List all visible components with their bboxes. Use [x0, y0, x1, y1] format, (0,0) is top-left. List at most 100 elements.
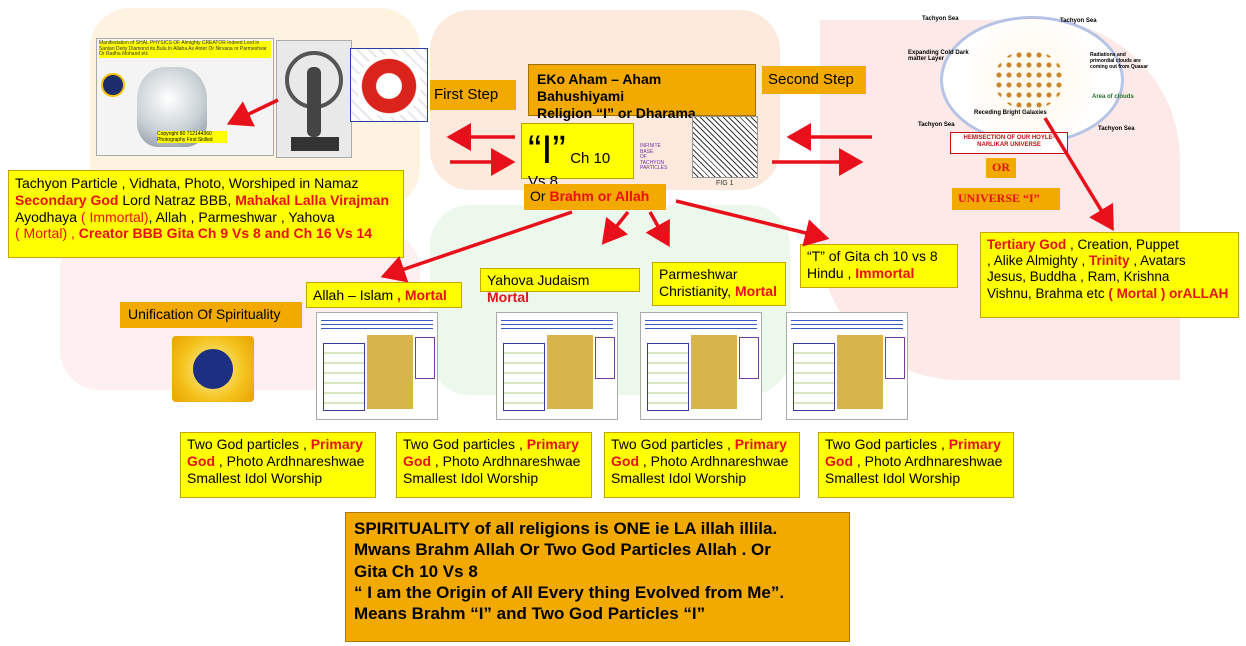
t-gita-line-1: “T” of Gita ch 10 vs 8: [807, 248, 938, 264]
immortal-text: ( Immortal): [80, 208, 149, 225]
gp2-text-a: Two God particles ,: [403, 436, 527, 452]
yahova-box: Yahova Judaism Mortal: [480, 268, 640, 305]
trinity-text: Trinity: [1089, 253, 1130, 269]
arrow-to-parmeshwar: [645, 211, 670, 248]
mahakal-text: Mahakal Lalla Virajman: [235, 191, 390, 208]
gp1-primary: Primary: [310, 436, 363, 452]
tachyon-sea-label-2: Tachyon Sea: [1060, 18, 1097, 24]
mortal-text: ( Mortal) ,: [15, 225, 75, 242]
doc2-right-list: [595, 337, 615, 379]
second-step-label: Second Step: [762, 66, 866, 94]
statue-base: [291, 137, 339, 151]
left-line-3: Ayodhaya ( Immortal), Allah , Parmeshwar…: [15, 209, 397, 226]
eko-aham-line-2: Religion “I” or Dharama: [537, 104, 696, 121]
t-gita-immortal: Immortal: [855, 264, 915, 281]
secondary-god-text: Secondary God: [15, 191, 119, 208]
hindu-text: Hindu ,: [807, 264, 856, 281]
quasar-label: Radiations and primordial clouds are com…: [1090, 52, 1149, 70]
emblem-circle: [190, 346, 236, 392]
gp2-line-3: Smallest Idol Worship: [403, 469, 539, 486]
fig1-hatch: [692, 116, 758, 178]
or-brahm-prefix: Or: [530, 188, 550, 204]
summary-line-1: SPIRITUALITY of all religions is ONE ie …: [354, 519, 778, 538]
unification-label: Unification Of Spirituality: [120, 302, 302, 328]
gp3-god: God: [611, 452, 639, 469]
statue-body: [307, 67, 321, 137]
tertiary-god-text: Tertiary God: [987, 237, 1067, 252]
god-particles-box-1: Two God particles , Primary God , Photo …: [180, 432, 376, 498]
fig1-diagram: INFINITE BASE OF TACHYON PARTICLES FIG 1: [640, 110, 760, 190]
allah-islam-mortal: , Mortal: [397, 287, 447, 303]
summary-line-4: “ I am the Origin of All Every thing Evo…: [354, 582, 785, 602]
photo-header-text: Manifestation of SHAL PHYSICS OF Almight…: [99, 40, 271, 58]
fig1-text-4: TACHYON: [640, 159, 665, 166]
avatars-text: , Avatars: [1129, 253, 1186, 269]
receding-galaxies-label: Receding Bright Galaxies: [974, 110, 1047, 116]
gp1-text-a: Two God particles ,: [187, 436, 311, 452]
gp4-text-b: , Photo Ardhnareshwae: [853, 452, 1003, 469]
doc2-left-panel: [503, 343, 545, 411]
gp3-text-a: Two God particles ,: [611, 436, 735, 452]
gp3-line-1: Two God particles , Primary: [611, 436, 793, 453]
spirituality-summary-box: SPIRITUALITY of all religions is ONE ie …: [345, 512, 850, 642]
photo-caption-line-1: Copyright 80 712144360: [157, 131, 212, 137]
gp4-primary: Primary: [948, 436, 1001, 452]
doc3-image: [691, 335, 737, 409]
universe-or-label: OR: [986, 158, 1016, 178]
fig1-text-5: PARTICLES: [640, 165, 668, 171]
vishnu-text: Vishnu, Brahma etc: [987, 285, 1109, 301]
eko-aham-line-1: EKo Aham – Aham Bahushiyami: [537, 71, 662, 104]
left-line-2: Secondary God Lord Natraz BBB, Mahakal L…: [15, 192, 397, 209]
natraz-text: Lord Natraz BBB,: [118, 191, 236, 208]
clouds-label: Area of clouds: [1092, 94, 1134, 100]
god-particles-box-3: Two God particles , Primary God , Photo …: [604, 432, 800, 498]
parmeshwar-box: Parmeshwar Christianity, Mortal: [652, 262, 786, 306]
gp1-god: God: [187, 452, 215, 469]
parmeshwar-mortal: Mortal: [734, 282, 777, 299]
tertiary-line-3: Jesus, Buddha , Ram, Krishna: [987, 269, 1170, 285]
yahova-mortal: Mortal: [487, 288, 529, 305]
secondary-god-box: Tachyon Particle , Vidhata, Photo, Worsh…: [8, 170, 404, 258]
natraj-statue-photo: [276, 40, 352, 158]
gp1-text-b: , Photo Ardhnareshwae: [215, 452, 365, 469]
gp2-line-2: God , Photo Ardhnareshwae: [403, 453, 585, 470]
tachyon-sea-label-3: Tachyon Sea: [918, 122, 955, 128]
summary-line-2: Mwans Brahm Allah Or Two God Particles A…: [354, 540, 771, 560]
yahova-text: Yahova Judaism: [487, 272, 590, 288]
fig1-label: FIG 1: [716, 180, 734, 187]
cross-pattern-photo: [350, 48, 428, 122]
galaxy-cluster: [994, 50, 1064, 110]
doc1-image: [367, 335, 413, 409]
arrow-to-crystal: [226, 98, 279, 127]
first-step-label: First Step: [430, 80, 516, 110]
logo-icon: [101, 73, 125, 97]
t-gita-line-2: Hindu , Immortal: [807, 265, 951, 282]
creator-text: Creator BBB Gita Ch 9 Vs 8 and Ch 16 Vs …: [74, 225, 373, 242]
arrow-to-tertiary: [1043, 117, 1114, 231]
doc1-lines: [321, 317, 433, 331]
pattern-ring: [357, 55, 421, 117]
doc4-right-list: [885, 337, 905, 379]
photo-caption: Copyright 80 712144360 Photography First…: [157, 131, 227, 143]
t-gita-box: “T” of Gita ch 10 vs 8 Hindu , Immortal: [800, 244, 958, 288]
gp4-line-1: Two God particles , Primary: [825, 436, 1007, 453]
gp2-god: God: [403, 452, 431, 469]
gp4-line-2: God , Photo Ardhnareshwae: [825, 453, 1007, 470]
tertiary-god-box: Tertiary God , Creation, Puppet , Alike …: [980, 232, 1239, 318]
or-brahm-highlight: Brahm or Allah: [549, 188, 650, 204]
doc3-left-panel: [647, 343, 689, 411]
photo-caption-line-2: Photography First Skilled: [157, 137, 213, 143]
summary-line-3: Gita Ch 10 Vs 8: [354, 561, 478, 581]
doc3-lines: [645, 317, 757, 331]
doc1-left-panel: [323, 343, 365, 411]
fig1-text: INFINITE BASE OF TACHYON PARTICLES: [640, 143, 668, 172]
i-symbol: “I”: [528, 128, 566, 172]
gp1-line-3: Smallest Idol Worship: [187, 469, 323, 486]
gp3-primary: Primary: [734, 436, 787, 452]
dark-matter-label: Expanding Cold Dark matter Layer: [908, 50, 969, 62]
universe-i-label: UNIVERSE “I”: [952, 188, 1060, 210]
doc4-left-panel: [793, 343, 835, 411]
doc4-lines: [791, 317, 903, 331]
christianity-text: Christianity,: [659, 282, 735, 299]
